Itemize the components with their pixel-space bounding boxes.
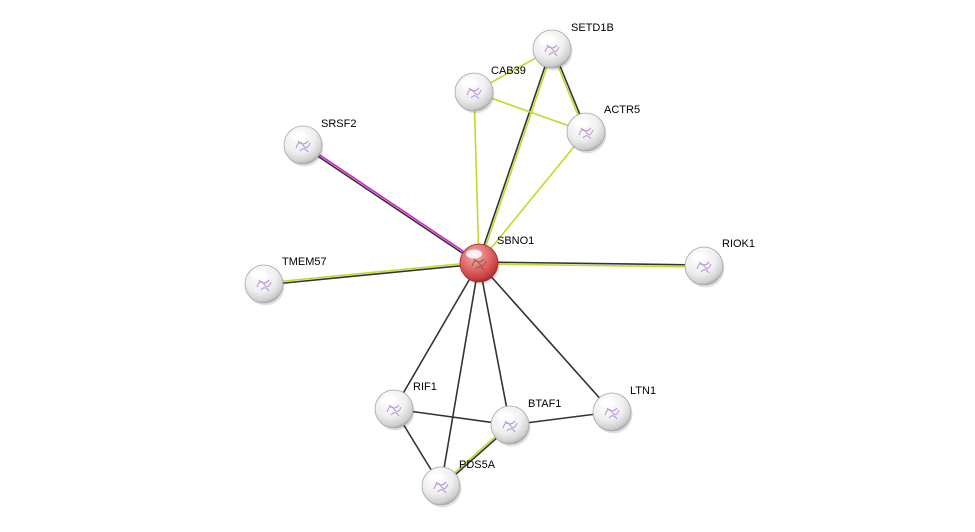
protein-structure-icon — [471, 258, 487, 271]
node-srsf2[interactable]: SRSF2 — [283, 118, 356, 167]
node-actr5[interactable]: ACTR5 — [566, 104, 640, 154]
node-label: LTN1 — [630, 385, 656, 397]
node-ltn1[interactable]: LTN1 — [592, 385, 656, 434]
edge-strand-yellow — [263, 261, 479, 284]
edge-sbno1-rif1[interactable] — [393, 262, 480, 410]
edge-sbno1-srsf2[interactable] — [301, 143, 481, 265]
edge-strand-black — [478, 262, 511, 426]
edge-strand-black — [479, 261, 705, 266]
edge-sbno1-pds5a[interactable] — [440, 262, 480, 487]
edge-sbno1-cab39[interactable] — [473, 91, 480, 264]
edge-sbno1-btaf1[interactable] — [478, 262, 511, 426]
node-highlight — [428, 472, 444, 482]
node-highlight — [539, 35, 555, 45]
node-btaf1[interactable]: BTAF1 — [490, 398, 561, 447]
node-highlight — [466, 249, 482, 259]
edge-strand-yellow — [473, 91, 587, 133]
node-rif1[interactable]: RIF1 — [374, 381, 437, 431]
node-label: RIF1 — [413, 381, 437, 393]
edge-strand-black — [393, 408, 511, 426]
edge-strand-black — [301, 145, 479, 265]
protein-structure-icon — [578, 127, 594, 140]
edge-sbno1-riok1[interactable] — [478, 261, 705, 268]
node-cab39[interactable]: CAB39 — [454, 65, 526, 114]
edge-cab39-actr5[interactable] — [473, 91, 587, 133]
edge-sbno1-ltn1[interactable] — [478, 262, 613, 413]
node-highlight — [497, 411, 513, 421]
edge-strand-black — [393, 262, 480, 410]
protein-structure-icon — [696, 261, 712, 274]
protein-structure-icon — [256, 279, 272, 292]
node-sbno1[interactable]: SBNO1 — [459, 235, 534, 285]
edge-strand-magenta — [303, 143, 481, 263]
node-riok1[interactable]: RIOK1 — [684, 238, 755, 288]
node-label: SRSF2 — [321, 118, 356, 130]
protein-structure-icon — [502, 420, 518, 433]
protein-structure-icon — [544, 44, 560, 57]
node-label: TMEM57 — [282, 256, 327, 268]
node-label: ACTR5 — [604, 104, 640, 116]
node-label: SBNO1 — [497, 235, 534, 247]
edge-strand-yellow — [473, 91, 480, 264]
node-highlight — [573, 118, 589, 128]
edge-strand-yellow — [478, 131, 587, 264]
protein-structure-icon — [466, 87, 482, 100]
protein-structure-icon — [295, 140, 311, 153]
protein-structure-icon — [386, 404, 402, 417]
node-label: CAB39 — [491, 65, 526, 77]
edge-sbno1-tmem57[interactable] — [263, 261, 480, 286]
edge-sbno1-actr5[interactable] — [478, 131, 587, 264]
node-pds5a[interactable]: PDS5A — [421, 459, 496, 508]
node-label: RIOK1 — [722, 238, 755, 250]
node-highlight — [461, 78, 477, 88]
node-highlight — [691, 252, 707, 262]
edge-strand-yellow — [479, 49, 554, 264]
node-label: SETD1B — [571, 22, 614, 34]
edge-strand-yellow — [478, 263, 704, 268]
node-tmem57[interactable]: TMEM57 — [244, 256, 327, 306]
edge-rif1-btaf1[interactable] — [393, 408, 511, 426]
node-highlight — [599, 398, 615, 408]
node-highlight — [290, 131, 306, 141]
edge-strand-black — [478, 262, 613, 413]
edge-strand-black — [440, 262, 480, 487]
node-label: BTAF1 — [528, 398, 561, 410]
protein-structure-icon — [433, 481, 449, 494]
node-highlight — [251, 270, 267, 280]
node-highlight — [381, 395, 397, 405]
node-label: PDS5A — [459, 459, 496, 471]
edge-strand-black — [477, 48, 552, 263]
protein-structure-icon — [604, 407, 620, 420]
edge-sbno1-setd1b[interactable] — [477, 48, 554, 264]
edge-strand-black — [264, 263, 480, 286]
node-setd1b[interactable]: SETD1B — [532, 22, 614, 71]
